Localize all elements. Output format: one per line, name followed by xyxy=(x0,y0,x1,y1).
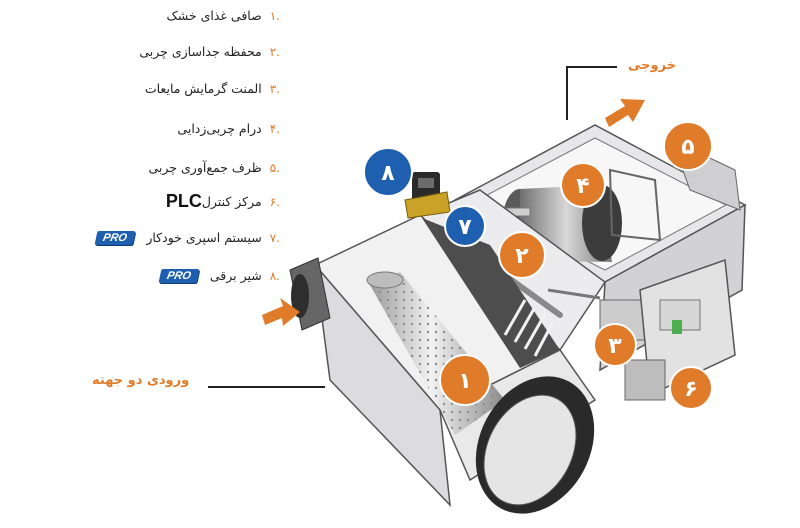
marker-8: ۸ xyxy=(364,148,412,196)
legend-label: شیر برقی xyxy=(210,268,262,283)
marker-4: ۴ xyxy=(561,163,605,207)
svg-text:۷: ۷ xyxy=(458,215,472,240)
outlet-leader-line xyxy=(567,67,617,120)
legend-number: .۳ xyxy=(270,82,280,96)
legend-item-1: .۱ صافی غذای خشک xyxy=(167,8,280,23)
outlet-callout: خروجی xyxy=(628,58,676,73)
legend-item-7: .۷ سیستم اسپری خودکار PRO xyxy=(96,230,280,245)
legend-label: المنت گرمایش مایعات xyxy=(145,81,262,96)
svg-text:۲: ۲ xyxy=(515,244,529,269)
legend-number: .۵ xyxy=(270,161,280,175)
pro-badge: PRO xyxy=(95,231,136,245)
marker-1: ۱ xyxy=(440,355,490,405)
legend-label: صافی غذای خشک xyxy=(167,8,262,23)
svg-text:۶: ۶ xyxy=(684,377,697,402)
svg-text:۱: ۱ xyxy=(458,369,471,394)
legend-label: مرکز کنترل xyxy=(202,194,262,209)
legend-label-latin: PLC xyxy=(166,191,202,212)
outlet-arrow-icon xyxy=(605,99,645,127)
svg-text:۸: ۸ xyxy=(381,161,395,186)
legend-label: درام چربی‌زدایی xyxy=(177,121,261,136)
marker-2: ۲ xyxy=(499,232,545,278)
svg-text:۴: ۴ xyxy=(576,174,589,199)
legend-item-8: .۸ شیر برقی PRO xyxy=(160,268,280,283)
legend-number: .۸ xyxy=(270,269,280,283)
pro-badge: PRO xyxy=(158,269,199,283)
legend-number: .۱ xyxy=(270,9,280,23)
legend-number: .۷ xyxy=(270,231,280,245)
marker-3: ۳ xyxy=(594,324,636,366)
legend-item-2: .۲ محفظه جداسازی چربی xyxy=(139,44,280,59)
legend-number: .۲ xyxy=(270,45,280,59)
marker-7: ۷ xyxy=(445,206,485,246)
legend-number: .۴ xyxy=(270,122,280,136)
svg-text:۵: ۵ xyxy=(681,135,694,160)
marker-6: ۶ xyxy=(670,367,712,409)
legend-label: ظرف جمع‌آوری چربی xyxy=(149,160,262,175)
marker-5: ۵ xyxy=(664,122,712,170)
legend-item-5: .۵ ظرف جمع‌آوری چربی xyxy=(149,160,281,175)
legend-label: سیستم اسپری خودکار xyxy=(146,230,261,245)
inlet-callout: ورودی دو جهته xyxy=(92,373,189,388)
legend-item-4: .۴ درام چربی‌زدایی xyxy=(177,121,280,136)
legend-item-3: .۳ المنت گرمایش مایعات xyxy=(145,81,280,96)
legend-item-6: .۶ مرکز کنترل PLC xyxy=(166,191,280,212)
legend-label: محفظه جداسازی چربی xyxy=(139,44,261,59)
legend-number: .۶ xyxy=(270,195,280,209)
svg-text:۳: ۳ xyxy=(608,334,622,359)
